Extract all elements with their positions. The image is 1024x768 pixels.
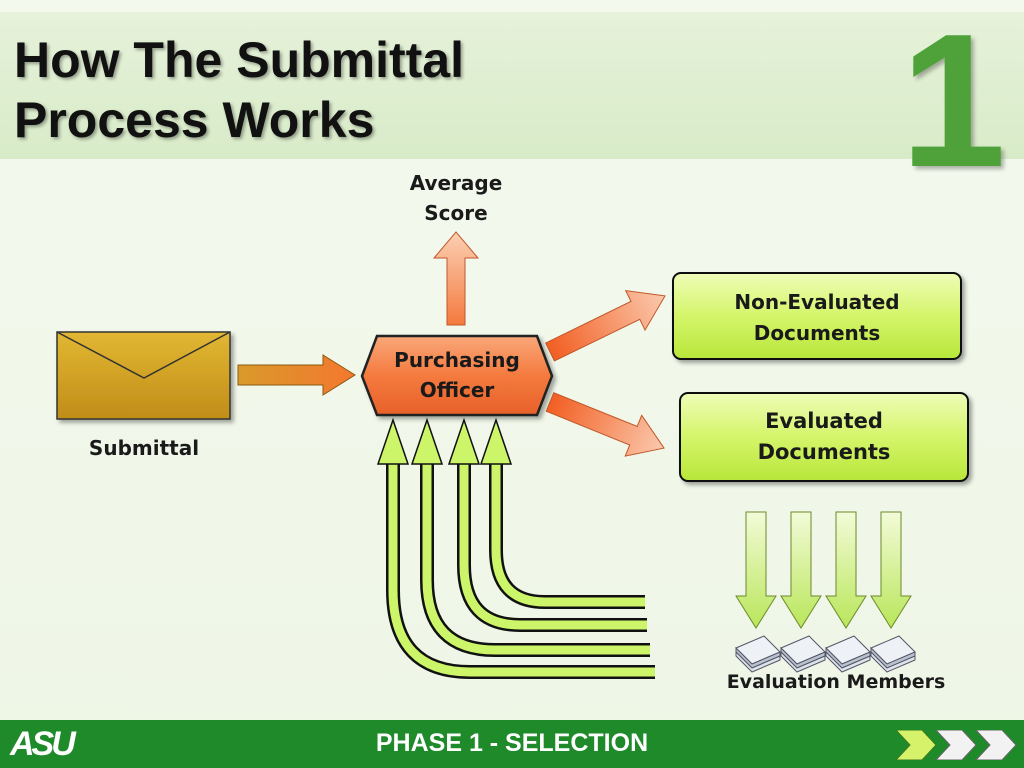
paper-stack-icon [870, 635, 916, 673]
purchasing-line-1: Purchasing [394, 348, 520, 372]
phase-number: 1 [900, 0, 1006, 207]
evaluated-line-1: Evaluated [765, 409, 883, 433]
chevron-2 [935, 730, 977, 760]
paper-stack-icon [735, 635, 781, 673]
page-title: How The Submittal Process Works [14, 30, 464, 150]
non-evaluated-line-2: Documents [753, 321, 881, 345]
paper-stack-icon [780, 635, 826, 673]
purchasing-officer-node [360, 334, 554, 417]
feedback-arrowheads [376, 417, 513, 465]
evaluated-label: Evaluated Documents [680, 406, 968, 468]
submittal-label: Submittal [88, 436, 200, 460]
title-line-1: How The Submittal [14, 32, 464, 88]
asu-logo: ASU [10, 725, 76, 763]
down-arrow-3 [825, 511, 867, 629]
paper-stack-icons [735, 635, 916, 673]
arrow-submittal-to-officer [237, 354, 356, 396]
non-evaluated-box [672, 272, 962, 360]
down-arrow-1 [735, 511, 777, 629]
average-score-line-1: Average [409, 171, 503, 195]
average-score-label: Average Score [386, 168, 526, 228]
evaluation-members-label: Evaluation Members [726, 671, 946, 693]
footer-bar: ASU PHASE 1 - SELECTION [0, 720, 1024, 768]
feedback-arrow-2 [420, 462, 650, 657]
title-line-2: Process Works [14, 92, 375, 148]
purchasing-officer-label: Purchasing Officer [372, 345, 542, 405]
feedback-arrows [386, 462, 655, 679]
down-arrows [735, 511, 912, 629]
feedback-arrow-3 [457, 462, 647, 632]
feedback-arrow-1 [386, 462, 655, 679]
down-arrow-2 [780, 511, 822, 629]
paper-stack-icon [825, 635, 871, 673]
purchasing-line-2: Officer [419, 378, 495, 402]
evaluated-box [679, 392, 969, 482]
average-score-line-2: Score [424, 201, 488, 225]
evaluated-line-2: Documents [757, 440, 891, 464]
envelope-icon [56, 331, 231, 420]
non-evaluated-line-1: Non-Evaluated [734, 290, 900, 314]
arrow-officer-to-evaluated [545, 392, 665, 457]
header-band: How The Submittal Process Works 1 [0, 6, 1024, 196]
chevron-progress-icon [895, 730, 1017, 760]
non-evaluated-label: Non-Evaluated Documents [673, 287, 961, 349]
process-diagram [56, 231, 969, 679]
arrow-officer-to-non-evaluated [544, 289, 666, 362]
down-arrow-4 [870, 511, 912, 629]
feedback-arrow-4 [489, 462, 645, 609]
chevron-1 [895, 730, 937, 760]
phase-label: PHASE 1 - SELECTION [375, 729, 649, 757]
chevron-3 [975, 730, 1017, 760]
arrow-officer-to-score [432, 231, 480, 326]
